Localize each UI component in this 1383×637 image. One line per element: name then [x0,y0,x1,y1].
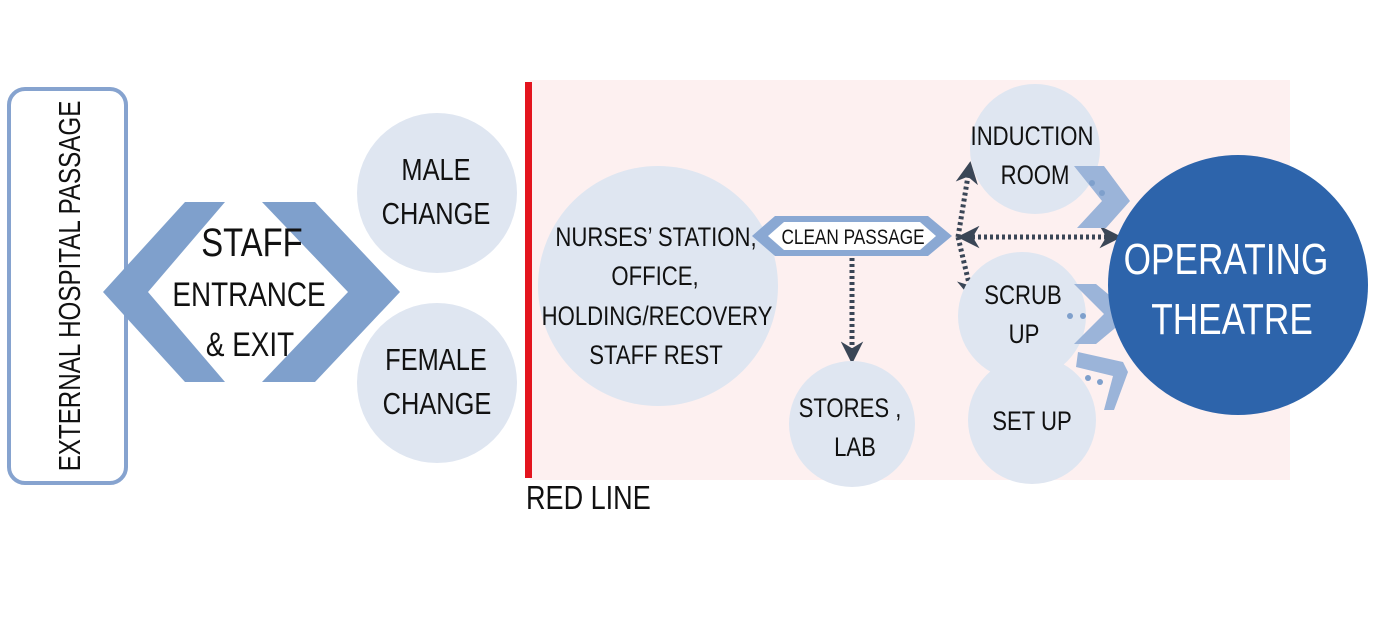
male-change-line1: MALE [401,153,470,188]
scrub-up-line2: UP [1009,320,1040,350]
setup-dot-1 [1085,375,1091,381]
female-change-line1: FEMALE [385,343,487,378]
male-change-room: MALE CHANGE [357,113,517,273]
setup-dot-2 [1097,379,1103,385]
clean-passage-inner [768,222,936,250]
external-passage-label: EXTERNAL HOSPITAL PASSAGE [52,101,87,472]
set-up-label: SET UP [992,407,1072,437]
male-change-line2: CHANGE [382,197,491,232]
induction-dot-1 [1089,180,1095,186]
scrub-dot-2 [1080,313,1086,319]
induction-room-line2: ROOM [1001,161,1070,191]
induction-room-line1: INDUCTION [971,122,1094,152]
stores-lab-line2: LAB [834,433,876,463]
entrance-chevron-right [262,202,400,382]
arrow-to-induction [955,161,978,238]
nurses-station: NURSES’ STATION, OFFICE, HOLDING/RECOVER… [538,166,778,406]
red-line-marker [525,82,532,478]
nurses-station-line4: STAFF REST [589,341,723,371]
induction-chevron [1074,166,1130,228]
red-line-label: RED LINE [526,481,651,517]
scrub-up-line1: SCRUB [984,281,1061,311]
operating-theatre-line1: OPERATING [1124,235,1329,284]
nurses-station-line2: OFFICE, [611,262,698,292]
scrub-up-room: SCRUB UP [958,252,1086,380]
clean-passage-label: CLEAN PASSAGE [781,227,924,250]
nurses-station-line1: NURSES’ STATION, [555,223,756,253]
staff-entrance-exit: STAFF ENTRANCE & EXIT [103,200,400,382]
stores-lab-room: STORES , LAB [789,361,915,487]
stores-lab-line1: STORES , [799,394,902,424]
clean-passage: CLEAN PASSAGE [752,216,952,256]
operating-theatre: OPERATING THEATRE [1108,155,1368,415]
induction-room: INDUCTION ROOM [970,84,1100,214]
entrance-chevron-left [103,202,225,382]
staff-entrance-line1: STAFF [201,220,302,265]
flow-arrows [840,161,1122,364]
nurses-station-line3: HOLDING/RECOVERY [542,302,773,332]
female-change-room: FEMALE CHANGE [357,303,517,463]
staff-entrance-line2: ENTRANCE [172,275,325,313]
scrub-dot-1 [1067,313,1073,319]
induction-dot-2 [1099,190,1105,196]
operating-theatre-line2: THEATRE [1151,295,1313,344]
female-change-line2: CHANGE [383,387,492,422]
set-up-room: SET UP [968,356,1096,484]
external-hospital-passage: EXTERNAL HOSPITAL PASSAGE [7,87,128,485]
setup-chevron [1076,352,1128,410]
staff-entrance-line3: & EXIT [206,325,294,363]
